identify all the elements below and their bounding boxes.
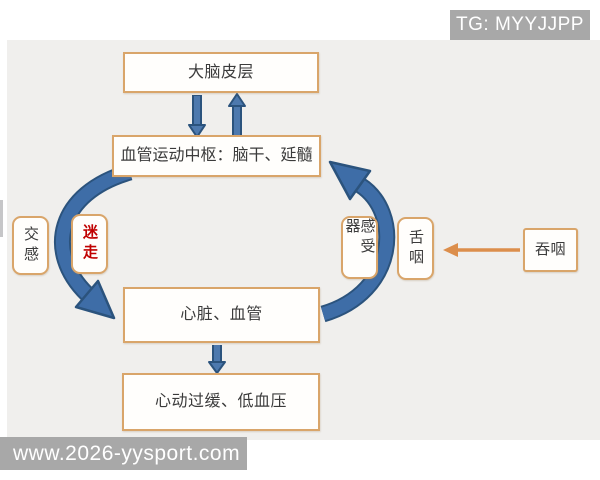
watermark-top-right: TG: MYYJJPP (450, 10, 590, 40)
node-vagus: 迷走 (71, 214, 108, 274)
node-label: 舌咽 (407, 228, 424, 269)
node-cortex: 大脑皮层 (123, 52, 319, 93)
node-receptor: 感受器 (341, 216, 378, 279)
left-edge-artifact (0, 200, 3, 237)
node-label: 吞咽 (534, 240, 566, 258)
node-label: 血管运动中枢：脑干、延髓 (120, 147, 313, 165)
node-label: 迷走 (81, 224, 98, 264)
node-vasomotor-center: 血管运动中枢：脑干、延髓 (112, 135, 321, 177)
node-label: 大脑皮层 (187, 63, 254, 81)
node-label: 感受器 (343, 218, 376, 258)
node-label: 心动过缓、低血压 (154, 393, 287, 411)
node-swallow: 吞咽 (523, 228, 578, 272)
node-label: 交感 (22, 225, 39, 266)
node-heart-vessels: 心脏、血管 (123, 287, 320, 343)
node-outcome: 心动过缓、低血压 (122, 373, 320, 431)
node-glossopharyngeal: 舌咽 (397, 217, 434, 280)
node-label: 心脏、血管 (180, 306, 263, 324)
watermark-bottom-left: www.2026-yysport.com (0, 437, 247, 470)
node-sympathetic: 交感 (12, 216, 49, 275)
